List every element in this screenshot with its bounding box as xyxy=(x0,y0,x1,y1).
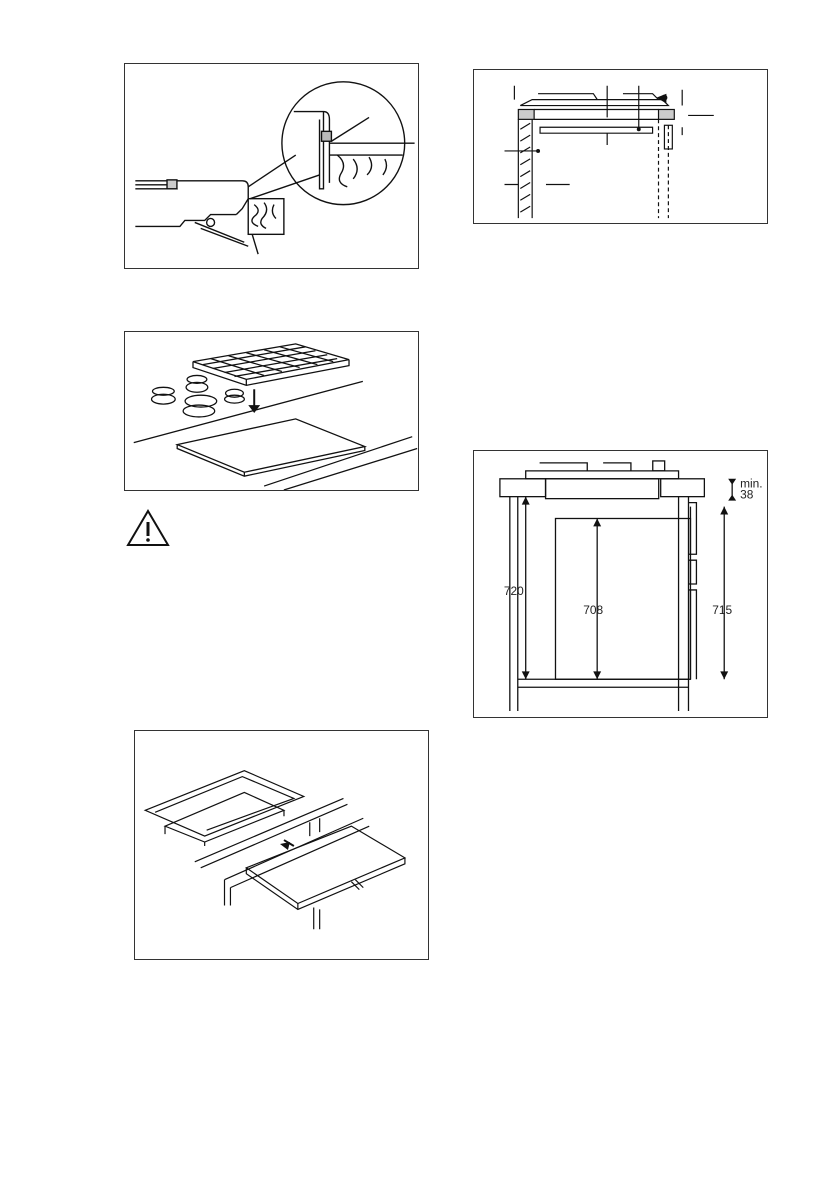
seal-edge-detail-icon xyxy=(125,64,418,268)
center-height: 708 xyxy=(583,603,603,617)
side-section-figure xyxy=(473,69,768,224)
warning-triangle-icon xyxy=(126,508,170,548)
insertion-figure xyxy=(134,730,429,960)
grate-and-lid-icon xyxy=(125,332,418,490)
min-value: 38 xyxy=(740,488,754,502)
grate-removal-figure xyxy=(124,331,419,491)
right-height: 715 xyxy=(712,603,732,617)
left-height: 720 xyxy=(504,584,524,598)
side-section-icon xyxy=(474,70,767,223)
edge-detail-figure xyxy=(124,63,419,269)
hob-insertion-icon xyxy=(135,731,428,959)
front-section-figure: min. 38 720 708 715 xyxy=(473,450,768,718)
cabinet-dimensions-icon: min. 38 720 708 715 xyxy=(474,451,767,717)
